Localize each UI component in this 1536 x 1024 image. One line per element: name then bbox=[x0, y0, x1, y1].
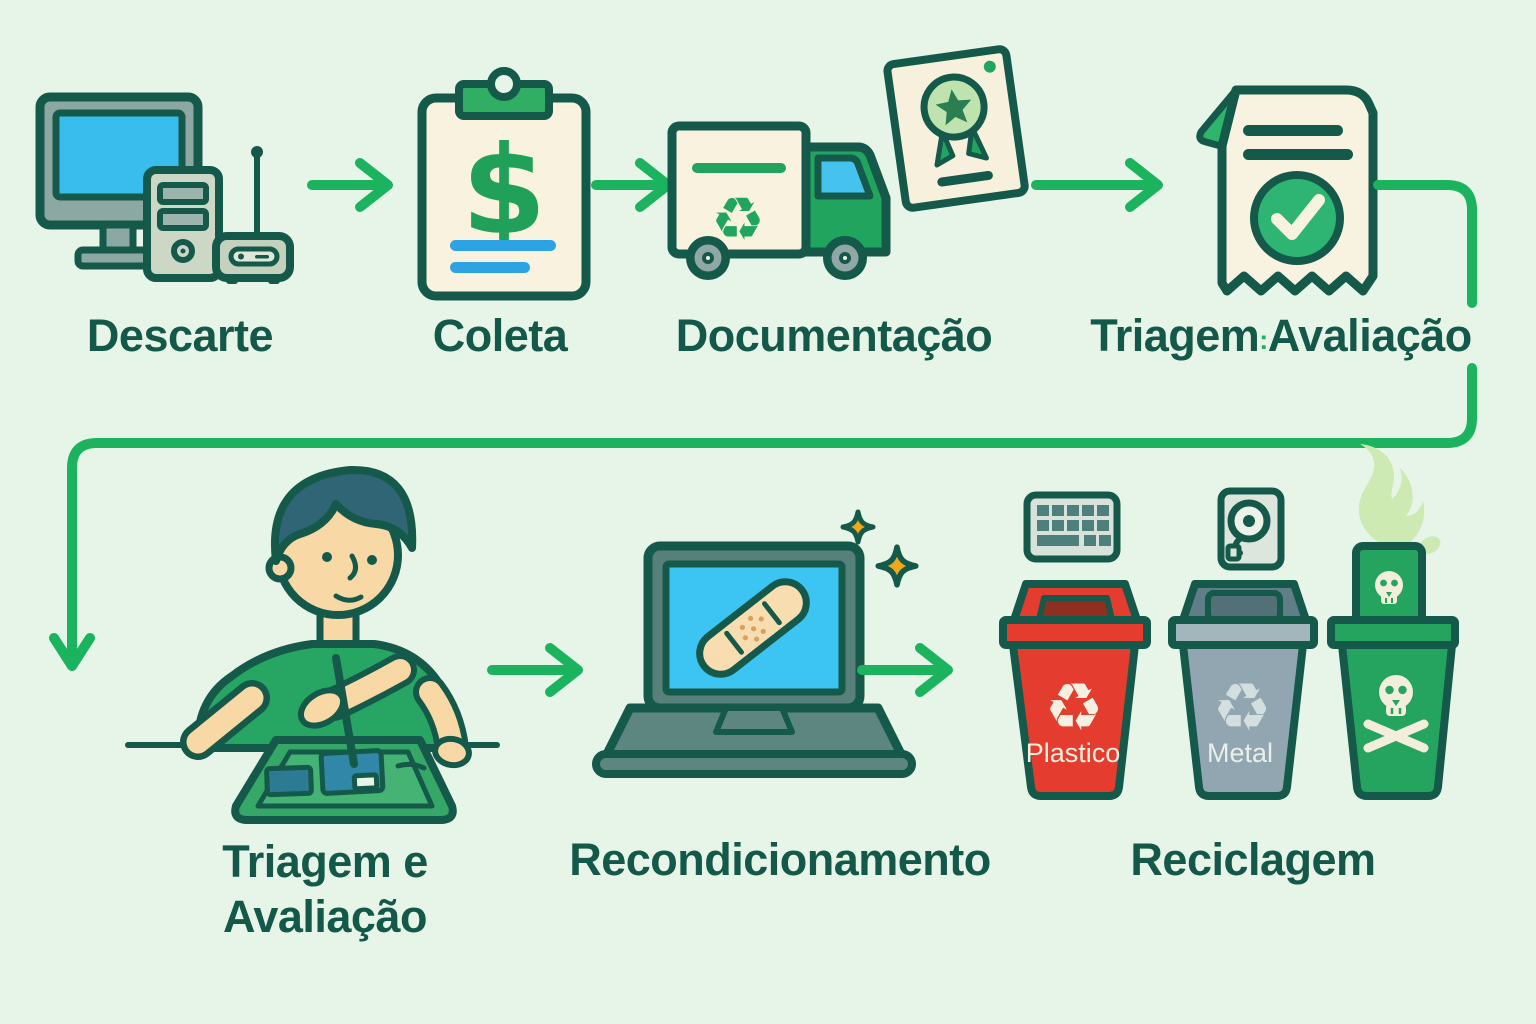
hard-drive-icon bbox=[1217, 487, 1285, 571]
label-reciclagem: Reciclagem bbox=[1130, 834, 1376, 885]
flow-arrow-3 bbox=[1031, 158, 1163, 212]
return-connector bbox=[49, 180, 1477, 671]
green-bin-toxic bbox=[1327, 616, 1459, 800]
truck-wheel bbox=[823, 236, 867, 280]
label-separator: : bbox=[1259, 325, 1268, 355]
discarded-electronics-icon bbox=[35, 92, 294, 284]
check-icon bbox=[1271, 194, 1325, 240]
recycling-bins-icon: ♻ Plastico ♻ Metal bbox=[999, 444, 1459, 800]
router-icon bbox=[212, 146, 294, 284]
flame-icon bbox=[1358, 444, 1425, 550]
recycle-glyph-red: ♻ bbox=[1044, 669, 1103, 746]
label-triagem-e-avaliacao: Triagem e Avaliação bbox=[222, 834, 428, 944]
flow-arrow-1 bbox=[307, 158, 393, 212]
bin-label-metal: Metal bbox=[1207, 738, 1273, 768]
recycle-glyph-gray: ♻ bbox=[1212, 669, 1271, 746]
toxic-card-flame-icon bbox=[1352, 444, 1441, 638]
skull-crossbones-icon bbox=[1363, 675, 1429, 753]
label-triagem-avaliacao: Triagem:Avaliação bbox=[1090, 310, 1472, 362]
red-bin-plastic: ♻ Plastico bbox=[999, 580, 1151, 800]
parts-tray-icon bbox=[231, 736, 457, 824]
laptop-bandage-icon bbox=[592, 509, 919, 778]
stylus-icon bbox=[332, 654, 358, 768]
sparkle-icon bbox=[875, 544, 919, 588]
label-documentacao: Documentação bbox=[675, 310, 993, 361]
label-line-1: Triagem e bbox=[222, 836, 428, 887]
sparkle-icon bbox=[840, 509, 876, 545]
flow-arrow-4 bbox=[487, 643, 583, 697]
bandage-icon bbox=[696, 578, 810, 678]
label-avaliacao-part: Avaliação bbox=[1267, 310, 1472, 361]
recycling-truck-icon: ♻ bbox=[667, 121, 891, 280]
clipboard-dollar-icon: $ bbox=[417, 67, 591, 301]
technician-inspecting-devices-icon bbox=[125, 465, 500, 824]
certificate-icon bbox=[883, 45, 1029, 212]
flow-arrow-5 bbox=[857, 643, 953, 697]
pc-tower-icon bbox=[143, 166, 223, 282]
keyboard-icon bbox=[1023, 491, 1121, 563]
label-triagem-part: Triagem bbox=[1090, 310, 1260, 361]
gray-bin-metal: ♻ Metal bbox=[1168, 580, 1318, 800]
bin-label-plastico: Plastico bbox=[1026, 738, 1121, 768]
flow-arrow-2 bbox=[591, 158, 673, 212]
label-descarte: Descarte bbox=[86, 310, 274, 361]
label-coleta: Coleta bbox=[432, 310, 568, 361]
receipt-approved-icon bbox=[1196, 85, 1378, 296]
label-line-2: Avaliação bbox=[223, 891, 427, 942]
label-recondicionamento: Recondicionamento bbox=[569, 834, 991, 885]
dollar-glyph: $ bbox=[462, 120, 547, 262]
truck-wheel bbox=[686, 236, 730, 280]
skull-icon bbox=[1375, 571, 1403, 604]
